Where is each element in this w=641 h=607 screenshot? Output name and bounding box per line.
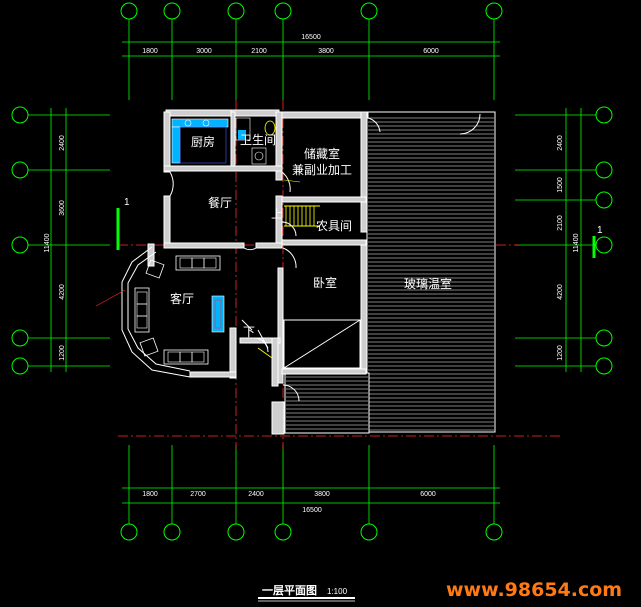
room-kitchen: 厨房 — [191, 134, 215, 149]
misc-lines — [95, 179, 301, 359]
grid-markers-right — [595, 106, 613, 375]
right-total-dim: 11400 — [573, 233, 580, 252]
grid-markers-left — [11, 106, 29, 375]
right-dim-1: 2400 — [557, 135, 564, 151]
room-greenhouse: 玻璃温室 — [404, 276, 452, 291]
watermark: www.98654.com — [446, 579, 622, 601]
top-dim-4: 3800 — [318, 48, 334, 55]
bottom-total-dim: 16500 — [302, 507, 322, 514]
bathroom-fixtures — [235, 117, 276, 165]
left-dim-1: 2400 — [59, 135, 66, 151]
room-storage-line1: 储藏室 — [304, 146, 340, 161]
section-label-right: 1 — [597, 225, 603, 236]
bottom-dim-2: 2700 — [190, 491, 206, 498]
right-dim-3: 2100 — [557, 215, 564, 231]
bay-window — [121, 246, 191, 378]
section-mark-left: 1 — [116, 197, 130, 250]
top-dimensions: 16500 1800 3000 2100 3800 6000 — [142, 34, 439, 55]
right-dim-5: 1200 — [557, 345, 564, 361]
section-mark-right: 1 — [592, 225, 603, 258]
room-bedroom: 卧室 — [313, 275, 337, 290]
top-dim-3: 2100 — [251, 48, 267, 55]
top-total-dim: 16500 — [301, 34, 321, 41]
top-dim-2: 3000 — [196, 48, 212, 55]
plan-scale: 1:100 — [327, 587, 348, 596]
room-bathroom: 卫生间 — [240, 133, 276, 147]
grid-leads — [28, 19, 596, 524]
living-furniture — [134, 255, 225, 365]
section-label-left: 1 — [124, 197, 130, 208]
room-labels: 厨房 卫生间 储藏室 兼副业加工 餐厅 农具间 客厅 卧室 玻璃温室 上 下 — [170, 133, 452, 339]
room-storage-line2: 兼副业加工 — [292, 163, 352, 177]
grid-markers-bottom — [120, 523, 503, 541]
plan-title: 一层平面图 — [262, 584, 317, 597]
stairs-lower — [283, 319, 361, 369]
room-living: 客厅 — [170, 291, 194, 306]
drawing-title: 一层平面图 1:100 — [258, 584, 355, 602]
left-total-dim: 11400 — [44, 233, 51, 252]
bottom-dim-1: 1800 — [142, 491, 158, 498]
right-dimensions: 2400 1500 2100 4200 1200 11400 — [557, 135, 580, 361]
bottom-dim-3: 2400 — [248, 491, 264, 498]
bottom-dimensions: 1800 2700 2400 3800 6000 16500 — [142, 491, 436, 514]
stairs-upper — [284, 205, 320, 227]
dimension-lines — [50, 41, 582, 504]
left-dim-2: 3600 — [59, 200, 66, 216]
bottom-dim-5: 6000 — [420, 491, 436, 498]
bottom-dim-4: 3800 — [314, 491, 330, 498]
doors — [169, 113, 481, 402]
stair-down-label: 下 — [243, 325, 255, 339]
left-dim-4: 1200 — [59, 345, 66, 361]
stair-up-label: 上 — [271, 207, 283, 221]
kitchen-fixtures — [171, 118, 229, 164]
greenhouse-area — [284, 111, 496, 434]
right-dim-2: 1500 — [557, 177, 564, 193]
right-dim-4: 4200 — [557, 284, 564, 300]
grid-markers-top — [120, 2, 503, 20]
room-dining: 餐厅 — [208, 195, 232, 210]
top-dim-5: 6000 — [423, 48, 439, 55]
walls — [147, 109, 369, 435]
left-dim-3: 4200 — [59, 284, 66, 300]
top-dim-1: 1800 — [142, 48, 158, 55]
room-tool-room: 农具间 — [316, 219, 352, 233]
left-dimensions: 2400 3600 4200 1200 11400 — [44, 135, 66, 361]
